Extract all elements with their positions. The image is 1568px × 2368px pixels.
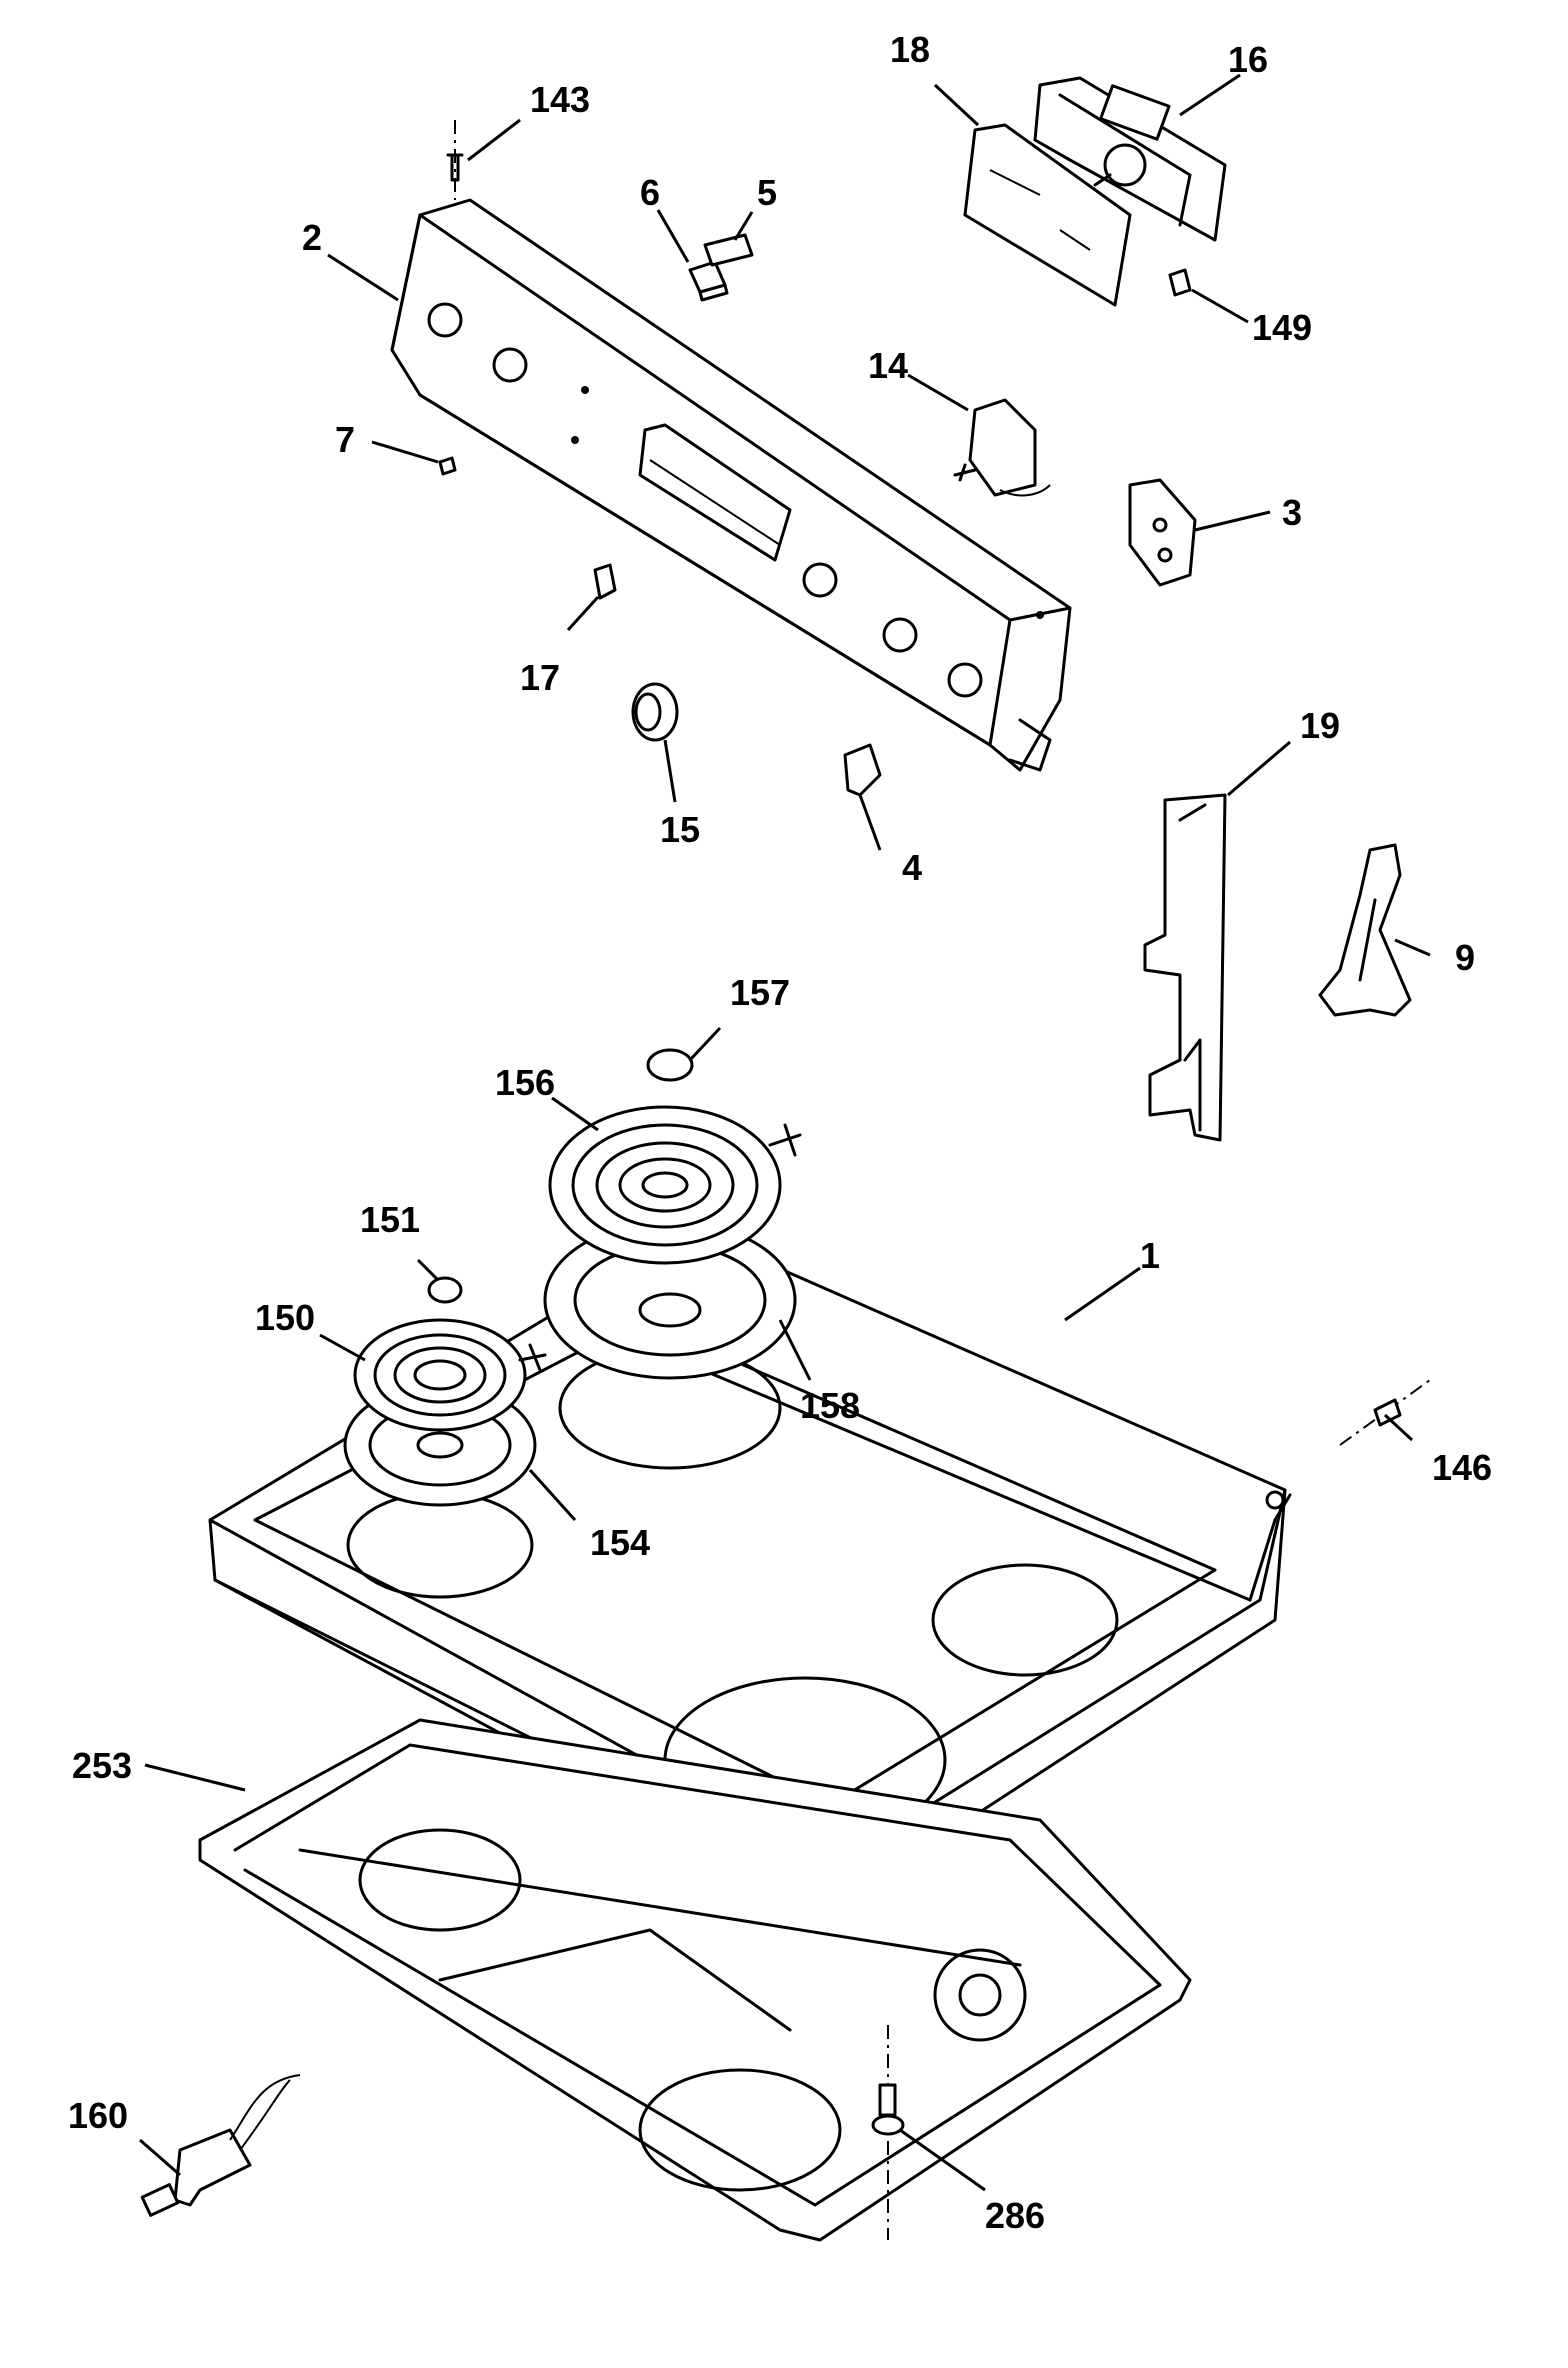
callout-3: 3 [1282,492,1302,533]
callout-15: 15 [660,809,700,850]
callout-18: 18 [890,29,930,70]
screw-7 [438,456,457,476]
screw-143 [446,120,464,200]
clip-5 [703,233,754,267]
callout-151: 151 [360,1199,420,1240]
callout-143: 143 [530,79,590,120]
control-panel [390,198,1072,772]
callout-150: 150 [255,1297,315,1338]
callout-16: 16 [1228,39,1268,80]
switch-3 [1128,478,1197,587]
callout-286: 286 [985,2195,1045,2236]
clock-glass-18 [963,123,1132,307]
callout-158: 158 [800,1385,860,1426]
callout-5: 5 [757,172,777,213]
callout-1: 1 [1140,1235,1160,1276]
clock-16 [1033,76,1227,242]
screw-149 [1168,268,1192,297]
cap-151 [427,1276,463,1304]
burner-box-253 [198,1718,1192,2242]
knob-4 [843,743,882,797]
bracket-19 [1143,793,1227,1142]
callout-9: 9 [1455,937,1475,978]
lamp-17 [593,563,617,600]
callout-2: 2 [302,217,322,258]
callout-160: 160 [68,2095,128,2136]
callout-19: 19 [1300,705,1340,746]
callout-154: 154 [590,1522,650,1563]
clip-6 [688,260,729,302]
callout-253: 253 [72,1745,132,1786]
callout-157: 157 [730,972,790,1013]
callout-7: 7 [335,419,355,460]
callout-6: 6 [640,172,660,213]
callout-4: 4 [902,847,922,888]
bracket-9 [1318,843,1412,1017]
callout-14: 14 [868,345,908,386]
screw-146 [1339,1379,1431,1446]
callout-146: 146 [1432,1447,1492,1488]
switch-14 [953,398,1051,497]
callout-labels: 143 2 6 5 18 16 149 14 7 3 17 15 4 19 9 … [68,29,1492,2236]
screw-286 [871,2025,905,2240]
callout-149: 149 [1252,307,1312,348]
cap-157 [646,1048,694,1082]
surface-element-150 [353,1318,547,1432]
terminal-block-160 [140,2074,301,2217]
surface-element-156 [548,1105,802,1265]
callout-17: 17 [520,657,560,698]
knob-15 [631,682,679,742]
callout-156: 156 [495,1062,555,1103]
leader-lines [139,73,1431,2192]
